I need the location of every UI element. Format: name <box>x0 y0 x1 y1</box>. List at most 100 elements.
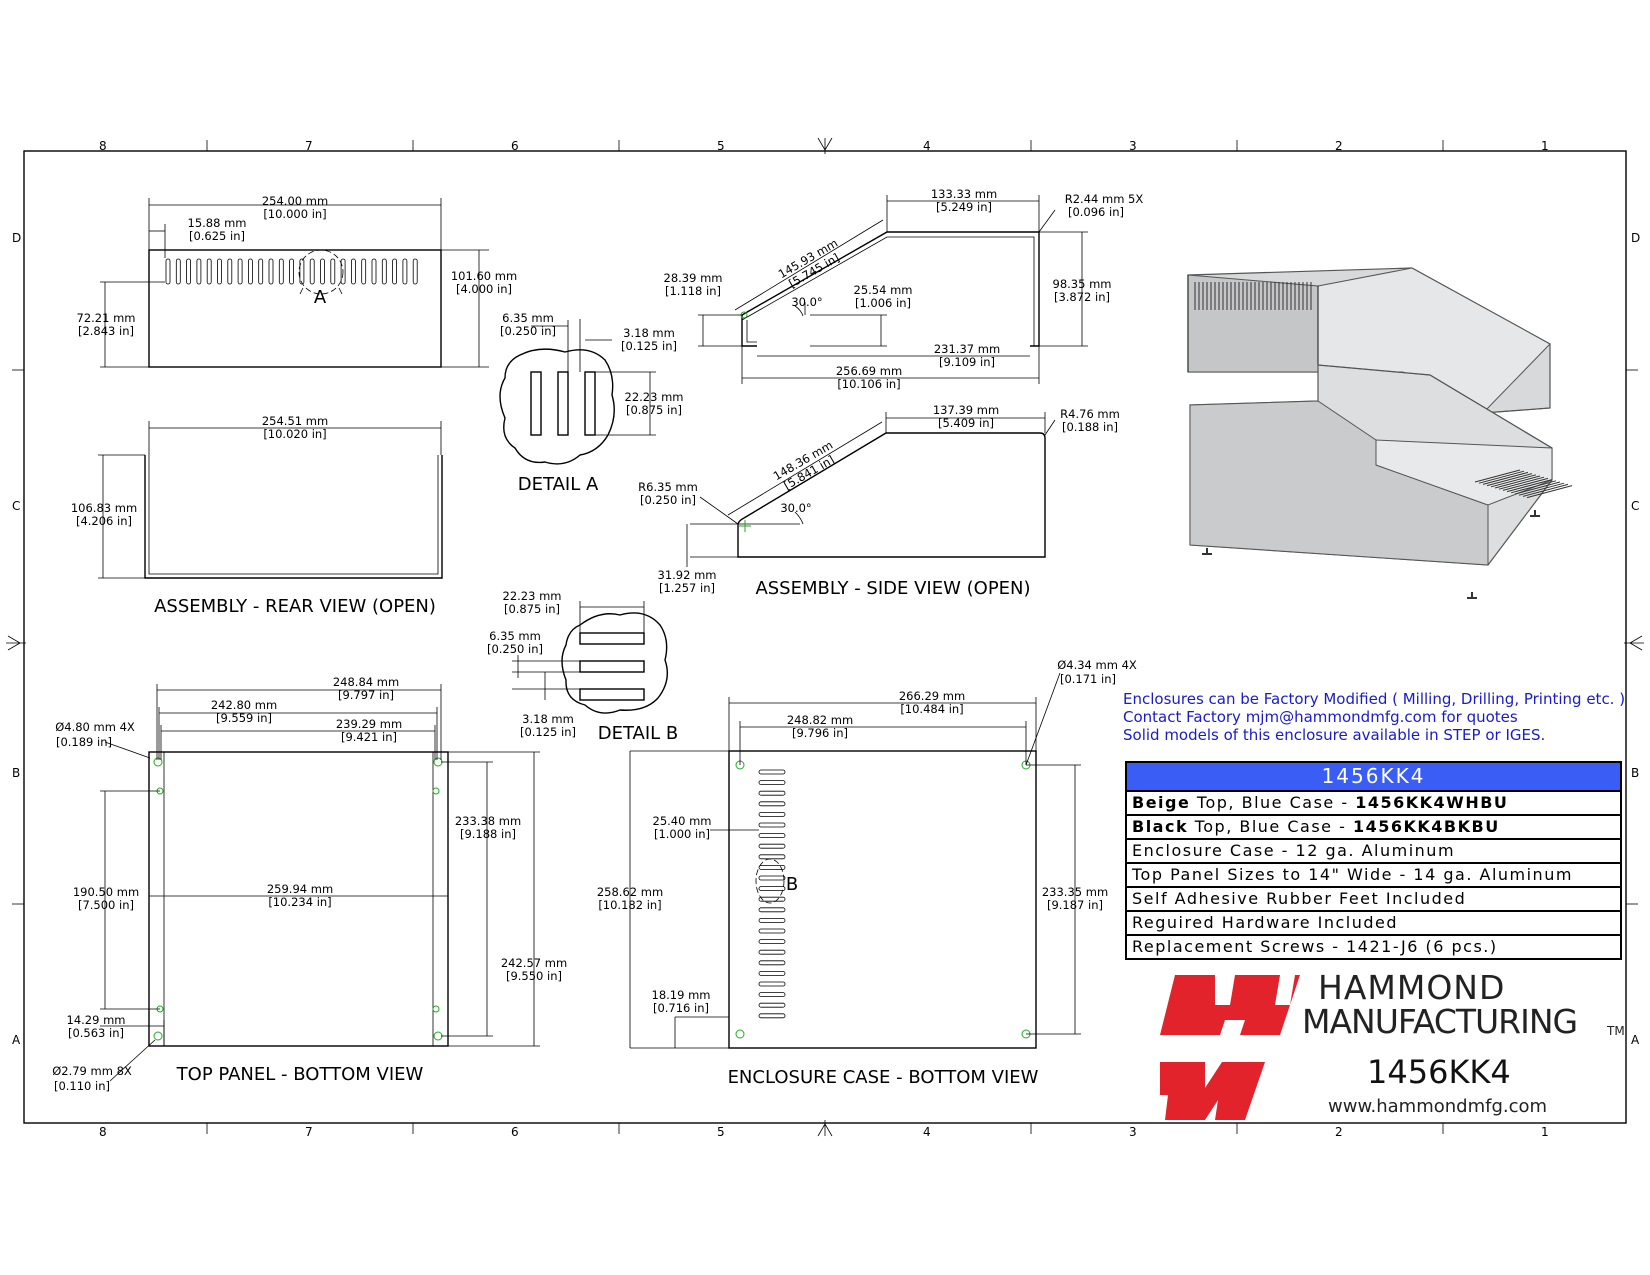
dim-s2-r2-in: [0.250 in] <box>640 493 696 507</box>
note-line-1: Enclosures can be Factory Modified ( Mil… <box>1123 690 1626 708</box>
case-vent-slot <box>758 896 786 902</box>
dim-s1-top-in: [5.249 in] <box>936 200 992 214</box>
dim-tp-w3: 239.29 mm <box>336 717 402 731</box>
side-view-open <box>686 412 1056 567</box>
dim-s2-h: 31.92 mm <box>658 568 717 582</box>
rear-vent-slot <box>350 258 356 285</box>
dim-tp-hole: Ø4.80 mm 4X <box>55 720 135 734</box>
dim-ec-h2: 233.35 mm <box>1042 885 1108 899</box>
dim-rear-slot-in: [0.625 in] <box>189 229 245 243</box>
case-vent-slot <box>758 1013 786 1019</box>
rear-vent-slot <box>206 258 212 285</box>
dim-da-g-in: [0.125 in] <box>621 339 677 353</box>
dim-tp-off: 14.29 mm <box>67 1013 126 1027</box>
rear-view-title: ASSEMBLY - REAR VIEW (OPEN) <box>154 596 436 617</box>
rear-vent-slot <box>412 258 418 285</box>
brand-line-2: MANUFACTURING <box>1302 1002 1578 1041</box>
zone-h-8: 1 <box>1541 139 1549 153</box>
iso-vent-line-2 <box>1478 470 1525 484</box>
rear-view-open <box>98 421 443 579</box>
dim-s2-h-in: [1.257 in] <box>659 581 715 595</box>
dim-tp-h3: 242.57 mm <box>501 956 567 970</box>
spec-row-screws: Replacement Screws - 1421-J6 (6 pcs.) <box>1127 934 1620 958</box>
dim-ec-off2-in: [0.716 in] <box>653 1001 709 1015</box>
dim-rear2-width: 254.51 mm <box>262 414 328 428</box>
rear-vent-slot <box>330 258 336 285</box>
zone-h-6: 3 <box>1129 139 1137 153</box>
case-vent-slot <box>758 854 786 860</box>
case-vent-slot <box>758 790 786 796</box>
dim-ec-w2-in: [9.796 in] <box>792 726 848 740</box>
detail-a-marker: A <box>314 287 327 308</box>
zone-hb-4: 5 <box>717 1125 725 1139</box>
note-line-3: Solid models of this enclosure available… <box>1123 726 1546 744</box>
iso-vent-line-2 <box>1494 475 1541 489</box>
dim-da-w: 6.35 mm <box>502 311 554 325</box>
rear-vent-slot <box>186 258 192 285</box>
side-view-title: ASSEMBLY - SIDE VIEW (OPEN) <box>755 578 1030 599</box>
iso-vent-line-2 <box>1522 483 1569 497</box>
rear-vent-slot <box>227 258 233 285</box>
rear-vent-slot <box>258 258 264 285</box>
detail-b-marker: B <box>786 874 798 895</box>
case-vent-slot <box>758 971 786 976</box>
spec-row-top-panel: Top Panel Sizes to 14" Wide - 14 ga. Alu… <box>1127 862 1620 886</box>
case-vent-slot <box>758 833 786 838</box>
zone-vr-b: B <box>1631 766 1639 780</box>
spec-row-feet: Self Adhesive Rubber Feet Included <box>1127 886 1620 910</box>
dim-da-h-in: [0.875 in] <box>626 403 682 417</box>
zone-v-a: A <box>12 1033 21 1047</box>
dim-rear-h2-in: [2.843 in] <box>78 324 134 338</box>
iso-vent-line-2 <box>1502 477 1549 491</box>
rear-vent-slot <box>217 258 222 285</box>
spec-table: 1456KK4 Beige Top, Blue Case - 1456KK4WH… <box>1125 761 1622 960</box>
case-vent-slot <box>758 801 786 807</box>
iso-vent-line-2 <box>1526 485 1573 499</box>
dim-s1-h: 28.39 mm <box>664 271 723 285</box>
spec-row-material: Enclosure Case - 12 ga. Aluminum <box>1127 838 1620 862</box>
zone-hb-3: 6 <box>511 1125 519 1139</box>
dim-ec-off-in: [1.000 in] <box>654 827 710 841</box>
rear-vent-slot <box>165 258 171 285</box>
dim-ec-h1: 258.62 mm <box>597 885 663 899</box>
rear-vent-slot <box>237 258 243 285</box>
zone-ticks <box>6 137 1644 1137</box>
detail-b-title: DETAIL B <box>598 723 679 744</box>
zone-v-c: C <box>12 499 20 513</box>
case-vent-slot <box>758 822 786 828</box>
zone-h-1: 8 <box>99 139 107 153</box>
zone-h-5: 4 <box>923 139 931 153</box>
rear-vent-slot <box>278 258 284 285</box>
dim-tp-hole2: Ø2.79 mm 8X <box>52 1064 132 1078</box>
iso-vent-line-2 <box>1518 482 1565 496</box>
spec-color-beige: Beige <box>1132 793 1191 812</box>
brand-line-1: HAMMOND <box>1318 968 1506 1007</box>
zone-hb-6: 3 <box>1129 1125 1137 1139</box>
logo-mark-top <box>1160 975 1300 1035</box>
modification-notes: Enclosures can be Factory Modified ( Mil… <box>1123 690 1643 744</box>
case-vent-slot <box>758 918 786 923</box>
dim-ec-h2-in: [9.187 in] <box>1047 898 1103 912</box>
dim-tp-w1: 248.84 mm <box>333 675 399 689</box>
dim-tp-w1-in: [9.797 in] <box>338 688 394 702</box>
dim-da-g: 3.18 mm <box>623 326 675 340</box>
zone-h-3: 6 <box>511 139 519 153</box>
dim-s2-ang: 30.0° <box>780 501 811 515</box>
rear-vent-slot <box>361 258 367 285</box>
dim-rear2-width-in: [10.020 in] <box>263 427 326 441</box>
top-panel-title: TOP PANEL - BOTTOM VIEW <box>176 1064 424 1085</box>
dim-ec-w2: 248.82 mm <box>787 713 853 727</box>
dim-tp-w4: 259.94 mm <box>267 882 333 896</box>
rear-vent-slot <box>392 258 398 285</box>
dim-rear-h2: 72.21 mm <box>77 311 136 325</box>
rear-vent-slot <box>371 258 377 285</box>
case-bottom-view <box>629 672 1081 1049</box>
case-vent-slot <box>758 865 786 870</box>
dim-tp-h2: 190.50 mm <box>73 885 139 899</box>
case-vent-slot <box>758 981 786 987</box>
zone-hb-1: 8 <box>99 1125 107 1139</box>
zone-h-2: 7 <box>305 139 313 153</box>
iso-vent-line-2 <box>1490 474 1537 488</box>
case-vent-slot <box>758 780 786 785</box>
